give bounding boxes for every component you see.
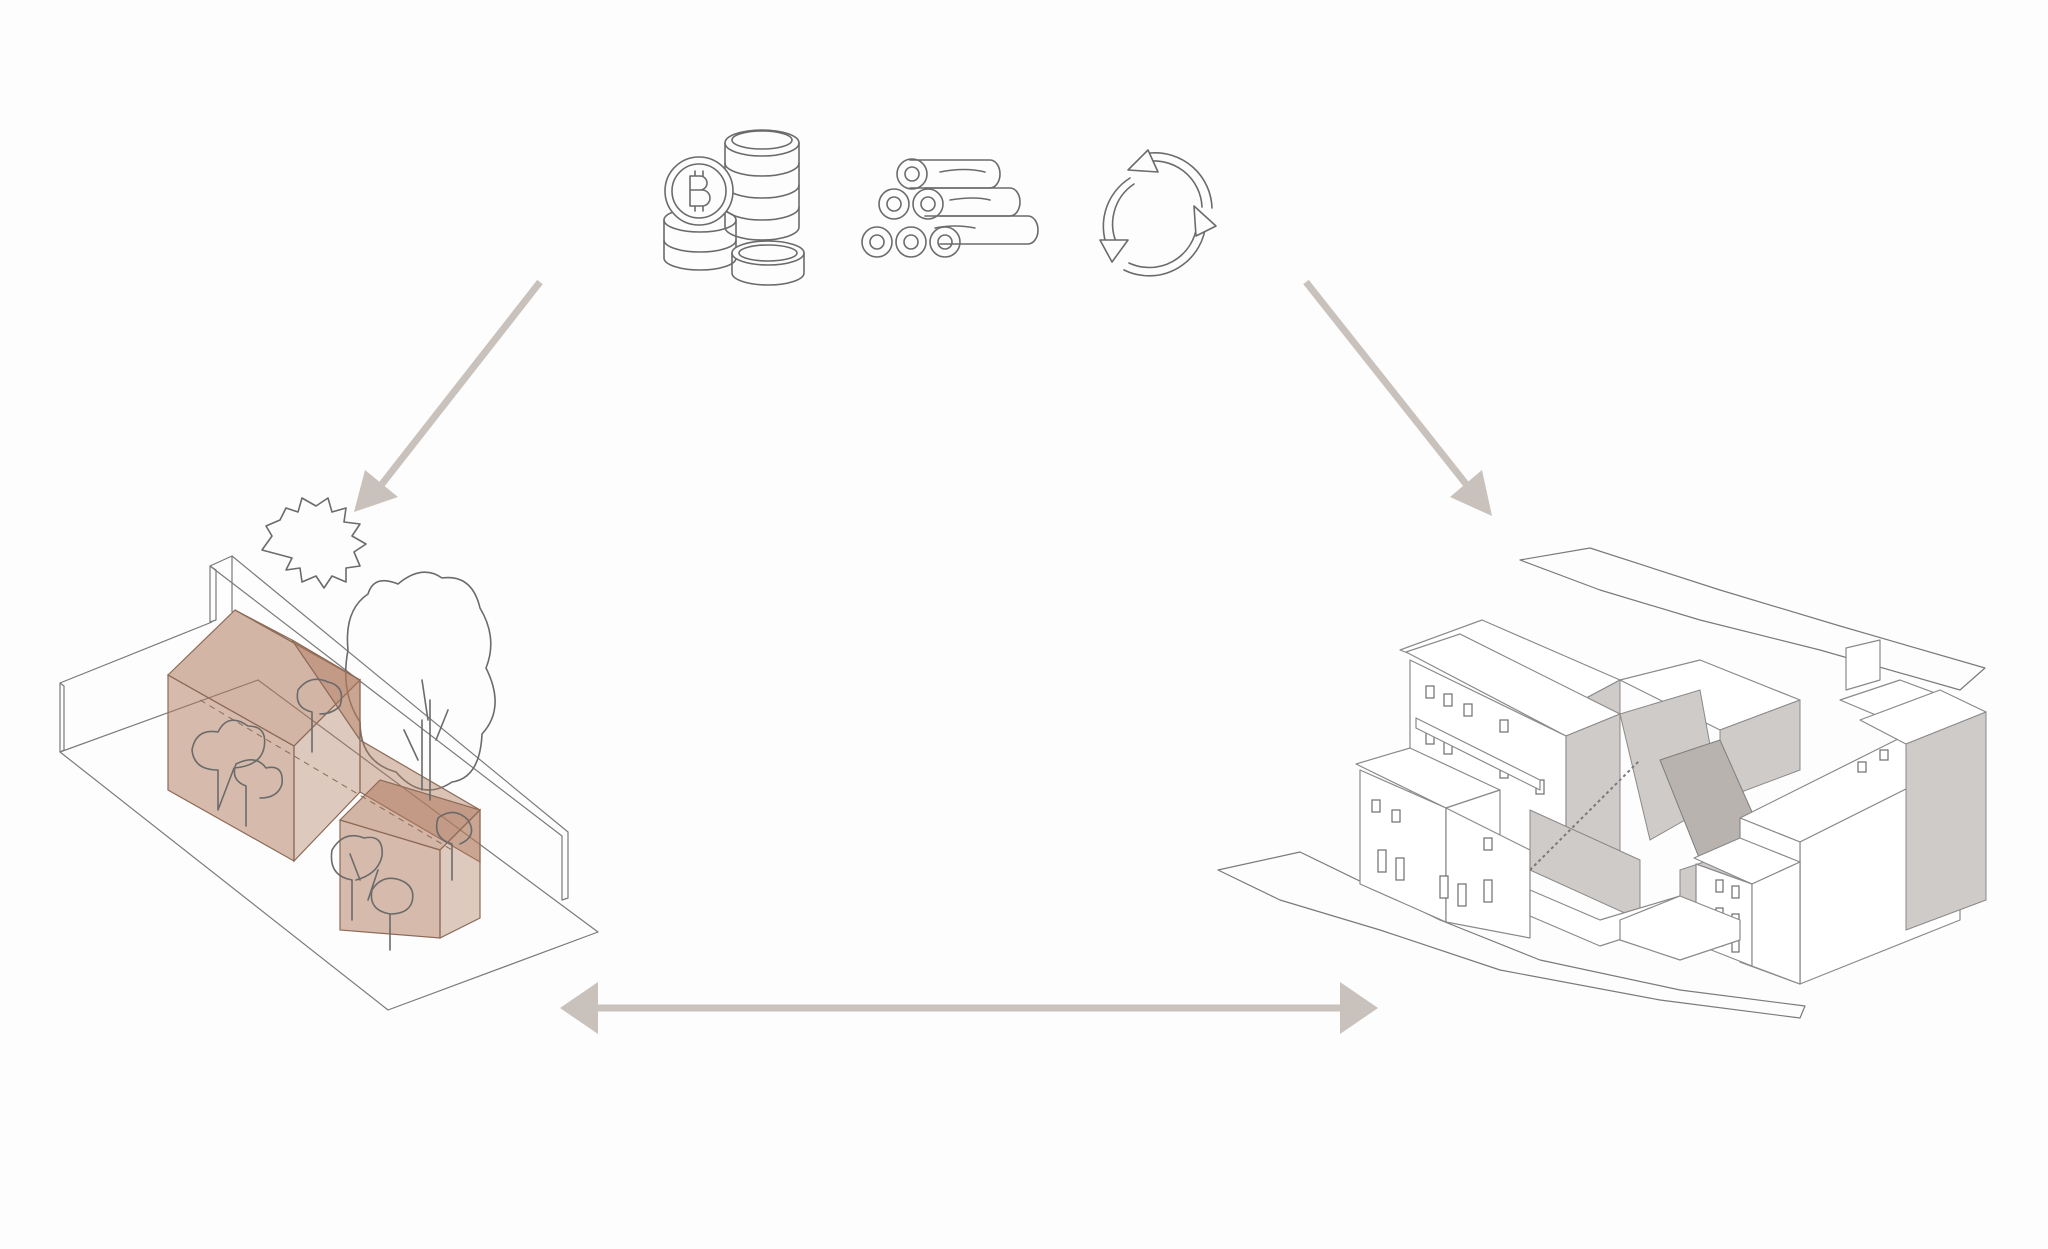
- arrow-down-left: [354, 282, 540, 512]
- bitcoin-coins-icon: [664, 130, 804, 285]
- arrow-bidirectional: [560, 982, 1378, 1034]
- timber-logs-icon: [862, 159, 1038, 257]
- timber-house-axonometric: [60, 498, 598, 1010]
- arrow-down-right: [1306, 282, 1492, 516]
- village-block-axonometric: [1218, 548, 1986, 1018]
- recycle-arrows-icon: [1100, 150, 1216, 276]
